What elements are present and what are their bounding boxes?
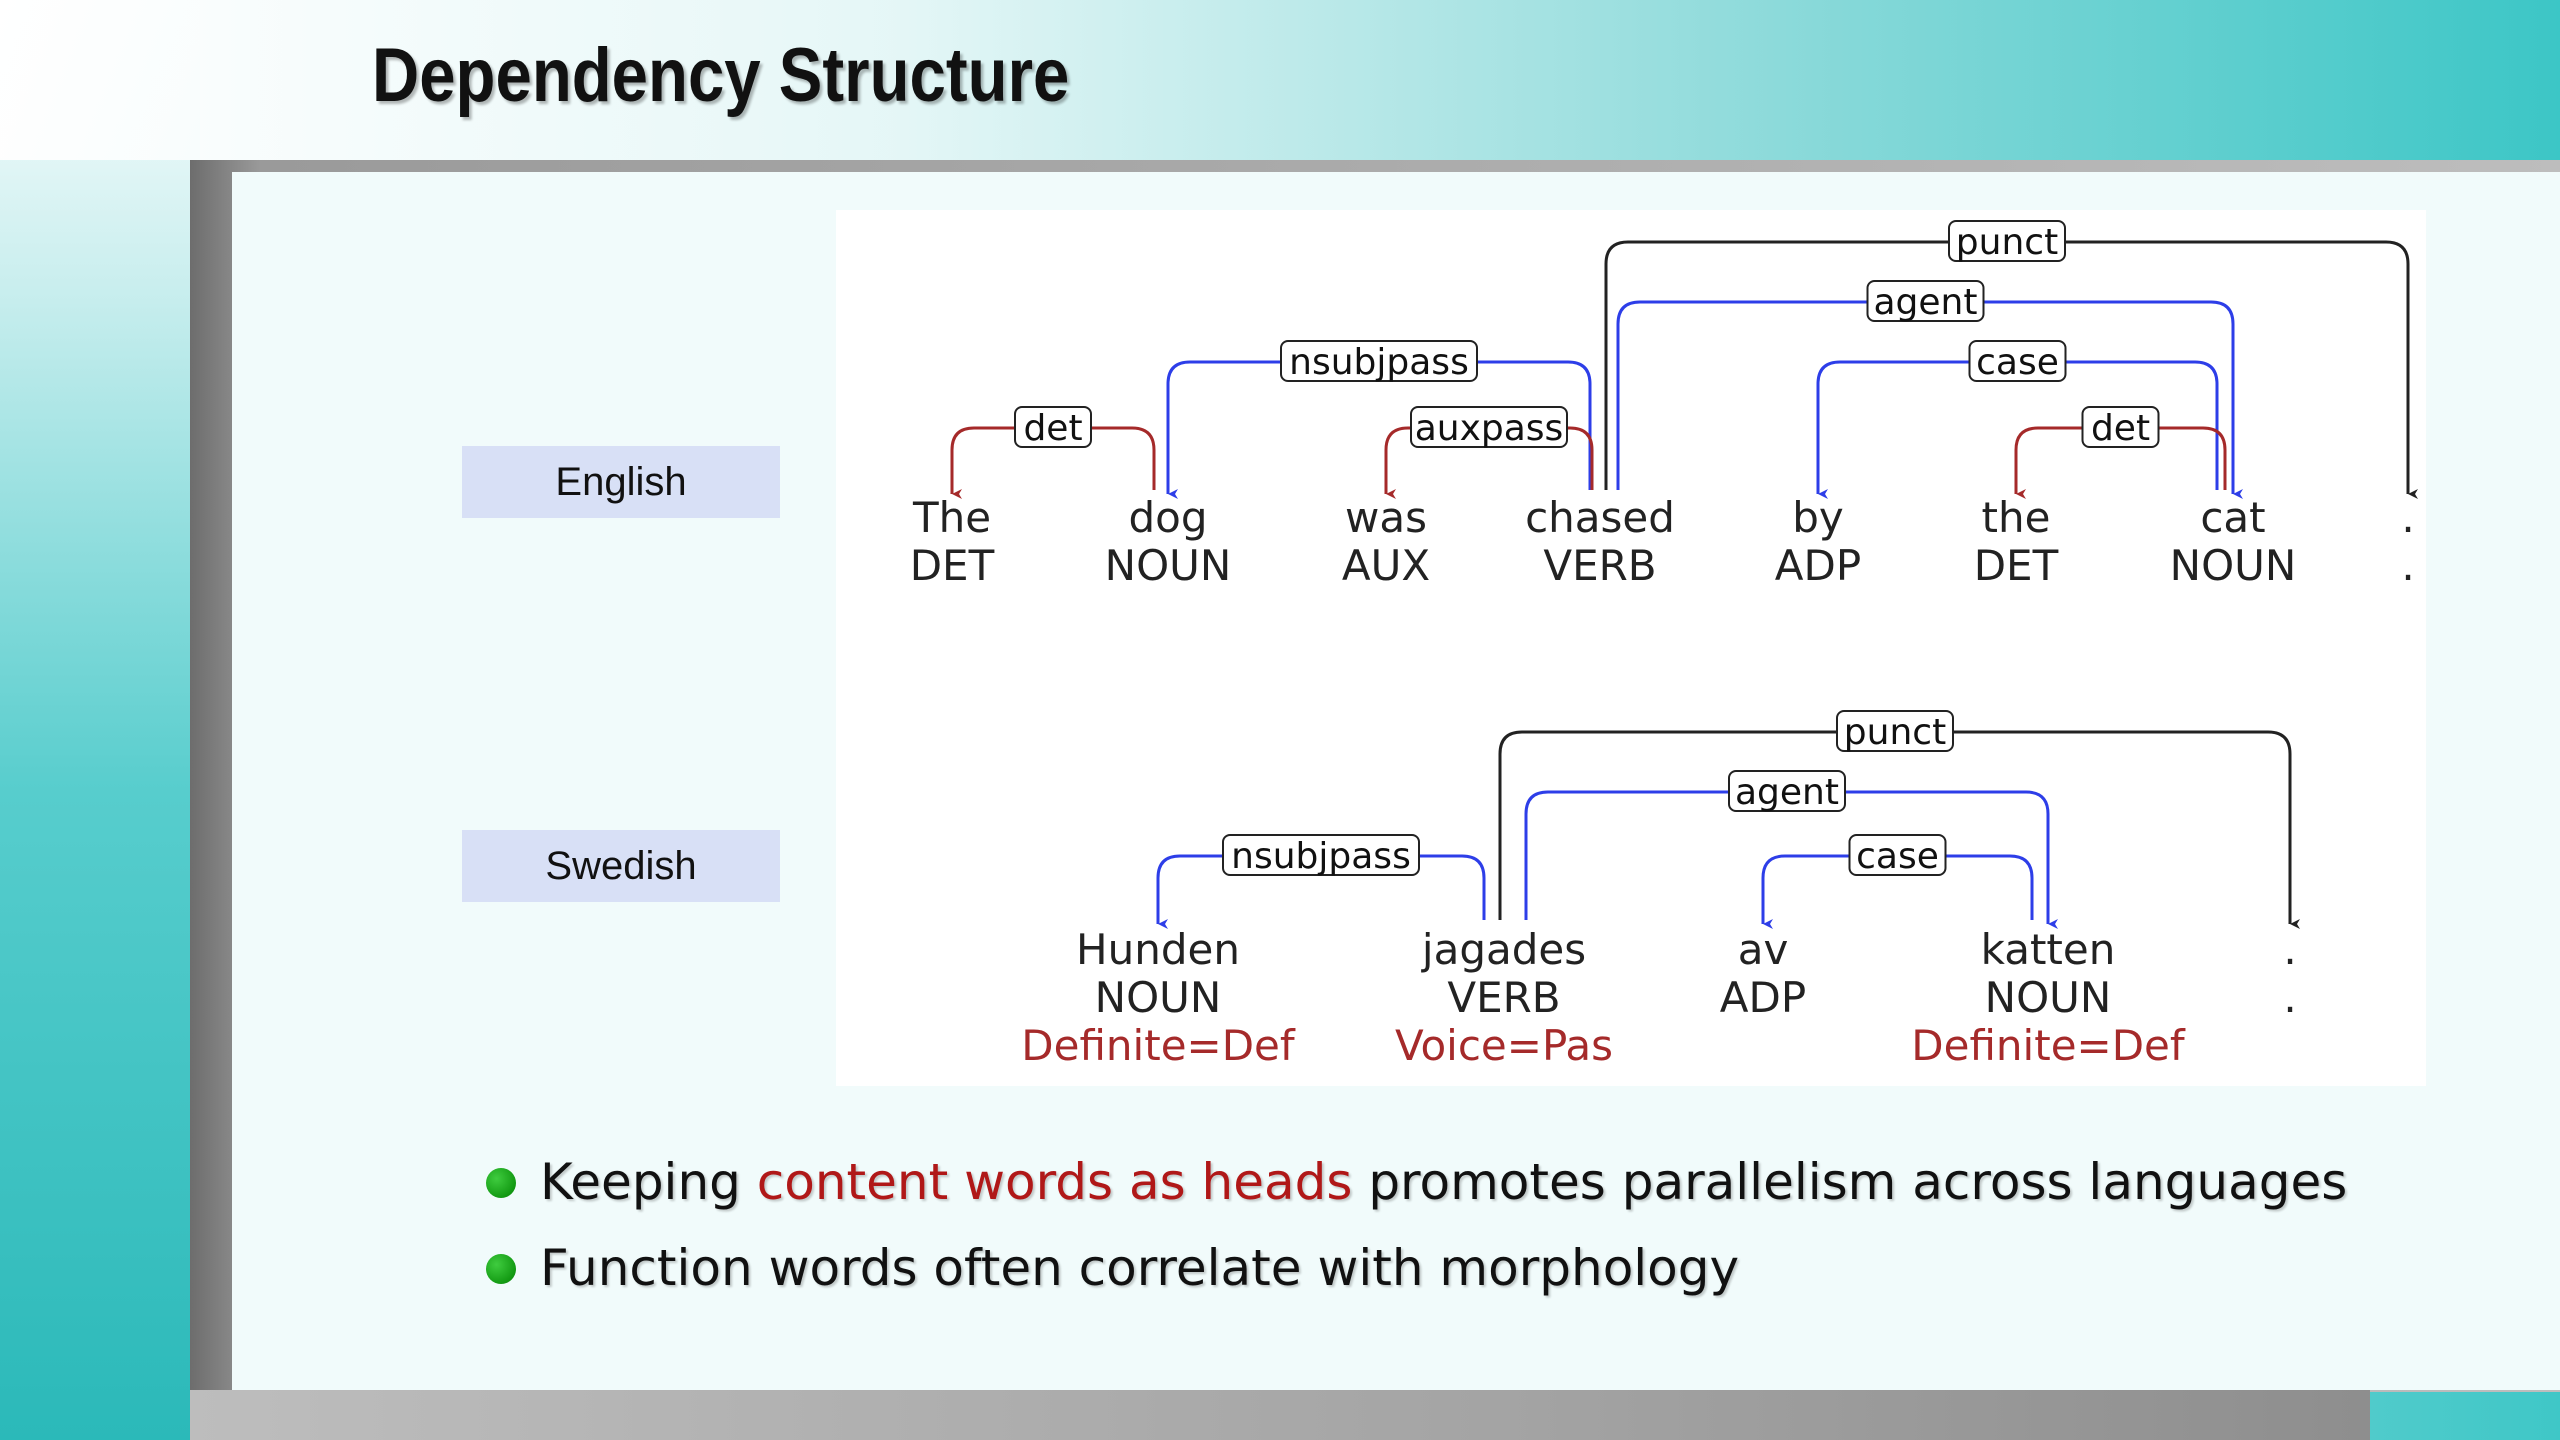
language-label-swedish: Swedish <box>462 830 780 902</box>
token-pos-tag: ADP <box>1775 541 1861 590</box>
dependency-arc-agent <box>1616 300 2243 499</box>
token-pos-tag: NOUN <box>2170 541 2297 590</box>
arc-label-det: det <box>2091 408 2150 449</box>
arc-label-box <box>2081 406 2160 448</box>
background-strip <box>0 0 200 1440</box>
token-word: chased <box>1525 493 1675 542</box>
arc-label-box <box>1280 340 1478 382</box>
arc-label-nsubjpass: nsubjpass <box>1231 836 1411 877</box>
token-word: cat <box>2200 493 2265 542</box>
bullet-list: Keeping content words as heads promotes … <box>486 1146 2347 1318</box>
arc-label-box <box>1014 406 1092 448</box>
token-word: was <box>1345 493 1427 542</box>
token-morph-feature: Definite=Def <box>1021 1021 1296 1070</box>
arc-label-box <box>1222 834 1420 876</box>
token-pos-tag: VERB <box>1447 973 1560 1022</box>
token-word: jagades <box>1421 925 1586 974</box>
arc-label-case: case <box>1976 342 2059 383</box>
english-dependency-tree: detnsubjpassauxpasspunctagentcasedetTheD… <box>910 220 2418 590</box>
arc-label-auxpass: auxpass <box>1415 408 1564 449</box>
arc-label-nsubjpass: nsubjpass <box>1289 342 1469 383</box>
bullet-highlight: content words as heads <box>756 1153 1353 1211</box>
arc-label-box <box>1968 340 2067 382</box>
token-word: the <box>1982 493 2051 542</box>
arc-label-agent: agent <box>1874 282 1978 323</box>
arc-label-box <box>1948 220 2066 262</box>
token-word: by <box>1792 493 1844 542</box>
token-morph-feature: Voice=Pas <box>1395 1021 1613 1070</box>
bottom-bar <box>190 1390 2370 1440</box>
token-pos-tag: DET <box>1974 541 2059 590</box>
title-band <box>0 0 2560 160</box>
arc-label-box <box>1836 710 1954 752</box>
arc-label-agent: agent <box>1735 772 1839 813</box>
bullet-text: promotes parallelism across languages <box>1352 1153 2348 1211</box>
arc-label-box <box>1728 770 1846 812</box>
token-word: dog <box>1128 493 1207 542</box>
token-pos-tag: . <box>2401 541 2414 590</box>
token-word: . <box>2401 493 2414 542</box>
token-word: katten <box>1981 925 2116 974</box>
bullet-text: Keeping <box>540 1153 757 1211</box>
token-word: av <box>1738 925 1789 974</box>
arc-label-punct: punct <box>1956 222 2058 263</box>
arc-label-case: case <box>1856 836 1939 877</box>
bullet-item: Function words often correlate with morp… <box>486 1232 2347 1318</box>
arc-label-box <box>1410 406 1568 448</box>
arc-label-punct: punct <box>1844 712 1946 753</box>
token-pos-tag: DET <box>910 541 995 590</box>
token-pos-tag: AUX <box>1342 541 1430 590</box>
bullet-text: Function words often correlate with morp… <box>540 1239 1740 1297</box>
bullet-item: Keeping content words as heads promotes … <box>486 1146 2347 1232</box>
dependency-arc-punct <box>1498 730 2300 929</box>
token-word: The <box>912 493 991 542</box>
token-pos-tag: VERB <box>1543 541 1656 590</box>
arc-label-box <box>1866 280 1985 322</box>
arc-label-box <box>1848 834 1947 876</box>
token-pos-tag: NOUN <box>1985 973 2112 1022</box>
bullet-dot-icon <box>486 1168 516 1198</box>
arc-label-det: det <box>1023 408 1082 449</box>
language-label-english: English <box>462 446 780 518</box>
token-word: Hunden <box>1076 925 1240 974</box>
token-pos-tag: . <box>2283 973 2296 1022</box>
swedish-dependency-tree: nsubjpasspunctagentcaseHundenNOUNDefinit… <box>1021 710 2300 1070</box>
token-morph-feature: Definite=Def <box>1911 1021 2186 1070</box>
token-pos-tag: ADP <box>1720 973 1806 1022</box>
token-pos-tag: NOUN <box>1105 541 1232 590</box>
diagram-area <box>836 210 2426 1086</box>
slide-title: Dependency Structure <box>372 33 1070 118</box>
token-word: . <box>2283 925 2296 974</box>
bullet-dot-icon <box>486 1254 516 1284</box>
token-pos-tag: NOUN <box>1095 973 1222 1022</box>
